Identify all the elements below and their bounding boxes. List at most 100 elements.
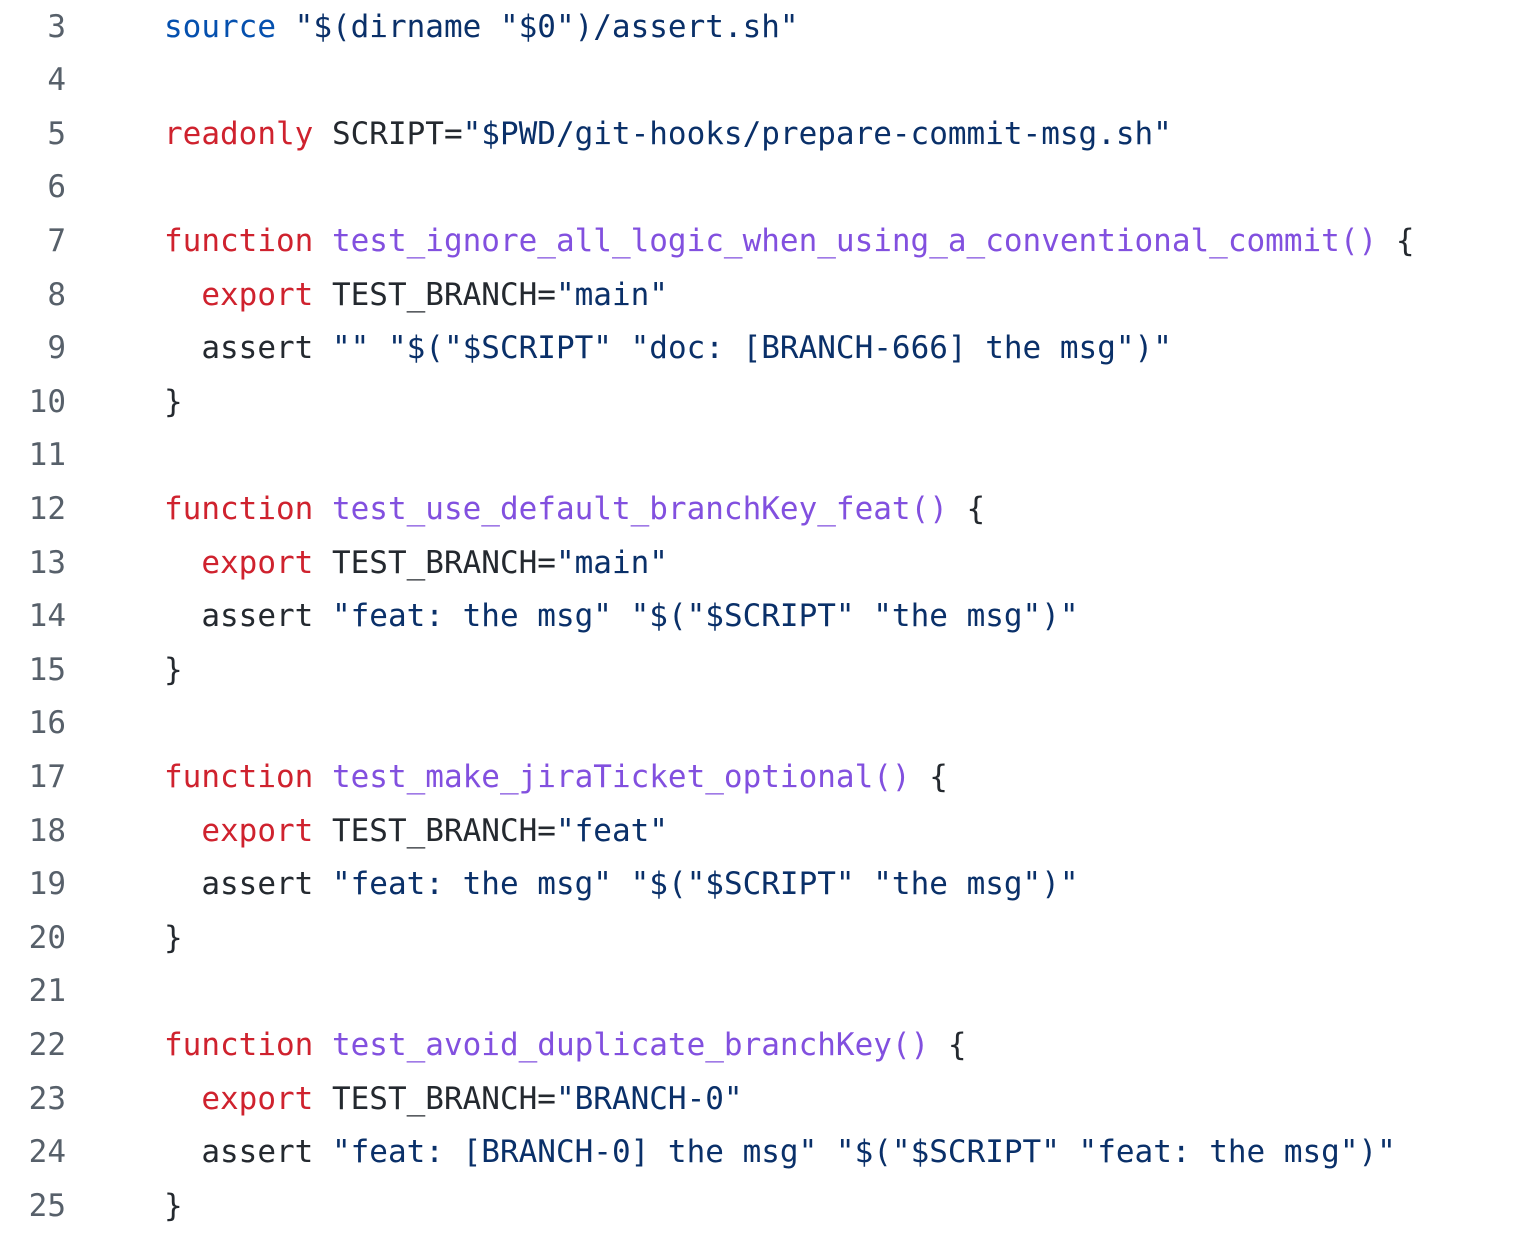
code-line-3: 3 source "$(dirname "$0")/assert.sh" <box>0 1 1514 55</box>
line-number[interactable]: 25 <box>28 1187 66 1224</box>
code-token-string: "feat: the msg" <box>331 866 612 903</box>
code-token-string: "" <box>331 330 370 367</box>
code-token-plain: assert <box>164 330 332 367</box>
line-code: function test_make_jiraTicket_optional()… <box>164 751 948 805</box>
line-code: source "$(dirname "$0")/assert.sh" <box>164 1 799 55</box>
code-line-17: 17 function test_make_jiraTicket_optional… <box>0 751 1514 805</box>
line-number[interactable]: 4 <box>47 62 66 99</box>
line-number[interactable]: 12 <box>28 490 66 527</box>
code-line-8: 8 export TEST_BRANCH="main" <box>0 269 1514 323</box>
line-code: export TEST_BRANCH="main" <box>164 269 668 323</box>
code-token-plain <box>276 9 295 45</box>
line-number[interactable]: 23 <box>28 1080 66 1117</box>
code-line-15: 15} <box>0 644 1514 698</box>
code-token-plain: TEST_BRANCH= <box>313 544 556 581</box>
code-token-plain: } <box>164 919 183 956</box>
code-token-plain: assert <box>164 1134 332 1171</box>
line-number[interactable]: 10 <box>28 383 66 420</box>
line-code: export TEST_BRANCH="BRANCH-0" <box>164 1073 743 1127</box>
code-token-plain: { <box>929 1026 967 1063</box>
code-token-keyword: function <box>164 1026 314 1063</box>
code-token-string: "$("$SCRIPT" "the msg")" <box>630 866 1079 903</box>
line-number[interactable]: 9 <box>47 330 66 367</box>
line-code: function test_use_default_branchKey_feat… <box>164 483 985 537</box>
line-number[interactable]: 5 <box>47 115 66 152</box>
line-number[interactable]: 8 <box>47 276 66 313</box>
code-token-plain: TEST_BRANCH= <box>313 276 556 313</box>
line-code: export TEST_BRANCH="feat" <box>164 805 668 859</box>
code-token-string: "$(dirname "$0")/assert.sh" <box>294 8 799 45</box>
line-code: } <box>164 1180 183 1234</box>
code-token-plain <box>369 330 388 366</box>
line-number[interactable]: 24 <box>28 1134 66 1171</box>
code-line-21: 21 <box>0 965 1514 1019</box>
code-token-keyword: export <box>201 1080 314 1117</box>
line-number[interactable]: 13 <box>28 544 66 581</box>
line-number[interactable]: 16 <box>28 705 66 742</box>
code-token-plain <box>164 545 201 581</box>
code-token-function: test_make_jiraTicket_optional() <box>331 758 911 795</box>
code-line-11: 11 <box>0 429 1514 483</box>
line-number[interactable]: 6 <box>47 169 66 206</box>
code-token-plain <box>612 598 631 634</box>
code-token-function: test_ignore_all_logic_when_using_a_conve… <box>331 222 1378 259</box>
code-token-keyword: readonly <box>164 115 314 152</box>
line-number[interactable]: 11 <box>28 437 66 474</box>
code-token-plain: } <box>164 383 183 420</box>
line-code: readonly SCRIPT="$PWD/git-hooks/prepare-… <box>164 108 1172 162</box>
code-token-keyword: export <box>201 544 314 581</box>
line-code: assert "feat: the msg" "$("$SCRIPT" "the… <box>164 858 1079 912</box>
code-line-14: 14 assert "feat: the msg" "$("$SCRIPT" "… <box>0 590 1514 644</box>
code-token-plain <box>313 759 332 795</box>
code-token-plain: } <box>164 651 183 688</box>
code-token-keyword: export <box>201 276 314 313</box>
line-number[interactable]: 21 <box>28 973 66 1010</box>
code-token-string: "feat: the msg" <box>331 598 612 635</box>
line-code: } <box>164 644 183 698</box>
code-token-string: "BRANCH-0" <box>555 1080 743 1117</box>
line-code: } <box>164 376 183 430</box>
line-code: assert "feat: [BRANCH-0] the msg" "$("$S… <box>164 1126 1396 1180</box>
code-line-10: 10} <box>0 376 1514 430</box>
code-token-string: "main" <box>555 276 668 313</box>
code-token-function: test_avoid_duplicate_branchKey() <box>331 1026 930 1063</box>
code-token-plain: SCRIPT= <box>313 115 463 152</box>
code-token-plain: { <box>1377 222 1415 259</box>
line-number[interactable]: 22 <box>28 1026 66 1063</box>
code-line-18: 18 export TEST_BRANCH="feat" <box>0 805 1514 859</box>
line-code: assert "feat: the msg" "$("$SCRIPT" "the… <box>164 590 1079 644</box>
line-code: export TEST_BRANCH="main" <box>164 537 668 591</box>
line-number[interactable]: 3 <box>47 8 66 45</box>
code-token-plain <box>164 277 201 313</box>
line-number[interactable]: 18 <box>28 812 66 849</box>
line-number[interactable]: 15 <box>28 651 66 688</box>
line-number[interactable]: 7 <box>47 222 66 259</box>
line-number[interactable]: 17 <box>28 758 66 795</box>
code-token-plain <box>817 1134 836 1170</box>
code-token-plain: { <box>947 490 986 527</box>
code-token-plain: { <box>910 758 948 795</box>
code-token-plain <box>612 866 631 902</box>
code-token-keyword: function <box>164 222 314 259</box>
code-line-24: 24 assert "feat: [BRANCH-0] the msg" "$(… <box>0 1126 1514 1180</box>
code-token-plain <box>313 1027 332 1063</box>
code-line-7: 7 function test_ignore_all_logic_when_usi… <box>0 215 1514 269</box>
code-token-plain: assert <box>164 866 332 903</box>
code-token-keyword: export <box>201 812 314 849</box>
line-code: function test_avoid_duplicate_branchKey(… <box>164 1019 967 1073</box>
code-token-string: "$("$SCRIPT" "the msg")" <box>630 598 1079 635</box>
code-token-keyword: function <box>164 758 314 795</box>
code-token-string: "$("$SCRIPT" "doc: [BRANCH-666] the msg"… <box>387 330 1172 367</box>
code-token-function: test_use_default_branchKey_feat() <box>331 490 948 527</box>
code-line-13: 13 export TEST_BRANCH="main" <box>0 537 1514 591</box>
code-line-12: 12 function test_use_default_branchKey_fe… <box>0 483 1514 537</box>
line-number[interactable]: 20 <box>28 919 66 956</box>
code-token-string: "$PWD/git-hooks/prepare-commit-msg.sh" <box>462 115 1172 152</box>
line-number[interactable]: 19 <box>28 866 66 903</box>
line-code: function test_ignore_all_logic_when_usin… <box>164 215 1414 269</box>
code-line-6: 6 <box>0 161 1514 215</box>
code-token-keyword: function <box>164 490 314 527</box>
line-number[interactable]: 14 <box>28 598 66 635</box>
code-line-16: 16 <box>0 697 1514 751</box>
